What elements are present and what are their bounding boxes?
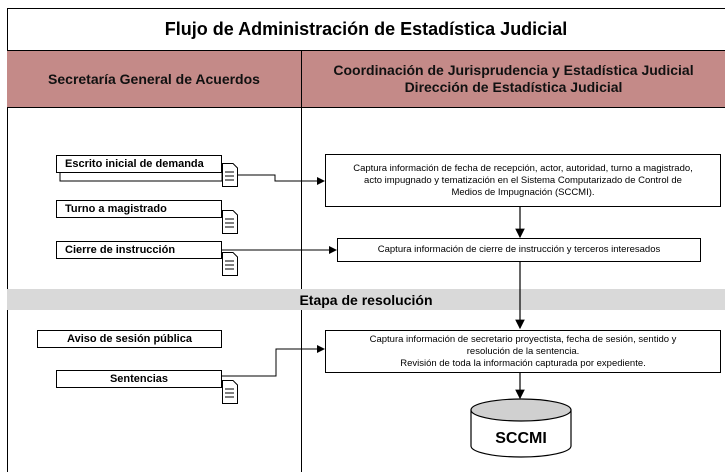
process-captura-recepcion-line1: Captura información de fecha de recepció… <box>353 162 693 174</box>
process-captura-recepcion-line3: Medios de Impugnación (SCCMI). <box>451 186 595 198</box>
lane-header-coordinacion: Coordinación de Jurisprudencia y Estadís… <box>302 51 725 108</box>
process-captura-cierre: Captura información de cierre de instruc… <box>337 238 701 262</box>
connector-sentencias-to-p3 <box>222 345 325 377</box>
database-label-text: SCCMI <box>495 430 547 447</box>
document-icon <box>222 252 238 276</box>
stage-band: Etapa de resolución <box>7 289 725 310</box>
process-captura-sentencia-line3: Revisión de toda la información capturad… <box>400 357 646 369</box>
document-icon <box>222 380 238 404</box>
process-captura-recepcion: Captura información de fecha de recepció… <box>325 154 721 207</box>
doc-turno-magistrado: Turno a magistrado <box>56 200 222 218</box>
document-icon <box>222 210 238 234</box>
stage-band-label: Etapa de resolución <box>299 291 433 308</box>
doc-escrito-inicial: Escrito inicial de demanda <box>56 155 222 173</box>
connector-escrito-to-p1 <box>238 174 325 185</box>
process-captura-recepcion-line2: acto impugnado y tematización en el Sist… <box>364 174 682 186</box>
doc-turno-magistrado-label: Turno a magistrado <box>65 203 167 215</box>
process-captura-sentencia-line1: Captura información de secretario proyec… <box>369 333 677 345</box>
process-captura-sentencia-line2: resolución de la sentencia. <box>466 345 580 357</box>
doc-escrito-inicial-label: Escrito inicial de demanda <box>65 158 204 170</box>
lane-header-secretaria: Secretaría General de Acuerdos <box>7 51 302 108</box>
database-cylinder-icon <box>470 398 572 458</box>
process-captura-sentencia: Captura información de secretario proyec… <box>325 330 721 373</box>
diagram-frame <box>7 8 725 472</box>
doc-sentencias-label: Sentencias <box>109 373 169 385</box>
lane-header-secretaria-label: Secretaría General de Acuerdos <box>48 70 260 87</box>
database-label: SCCMI <box>470 424 572 454</box>
lane-header-coordinacion-line2: Dirección de Estadística Judicial <box>404 79 623 95</box>
diagram-title: Flujo de Administración de Estadística J… <box>7 8 725 51</box>
doc-aviso-sesion: Aviso de sesión pública <box>37 330 222 348</box>
doc-aviso-sesion-label: Aviso de sesión pública <box>67 333 192 345</box>
document-icon <box>222 163 238 187</box>
doc-cierre-instruccion: Cierre de instrucción <box>56 241 222 259</box>
doc-sentencias: Sentencias <box>56 370 222 388</box>
process-captura-cierre-line1: Captura información de cierre de instruc… <box>377 244 661 255</box>
lane-header-coordinacion-line1: Coordinación de Jurisprudencia y Estadís… <box>333 62 694 78</box>
doc-cierre-instruccion-label: Cierre de instrucción <box>65 244 176 256</box>
